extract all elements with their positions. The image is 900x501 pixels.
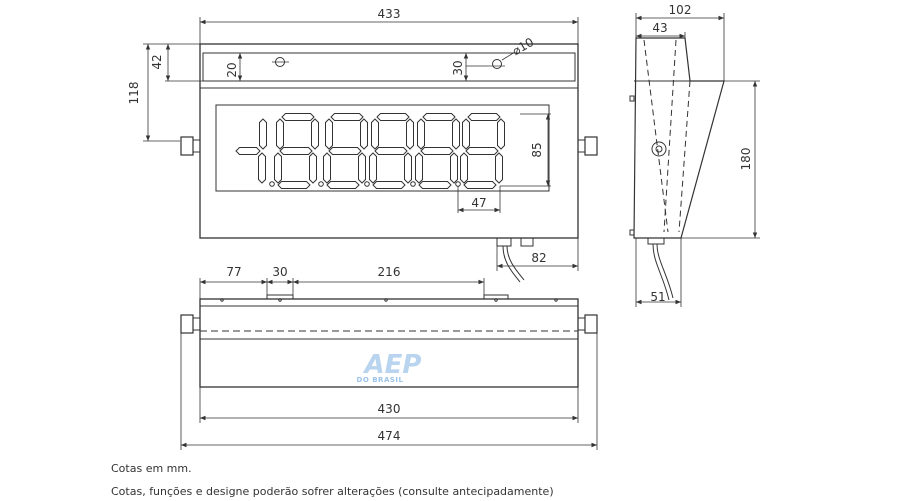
bottom-view xyxy=(180,294,598,388)
decimal-point xyxy=(364,181,370,187)
dim-hole-diameter: ⌀10 xyxy=(510,35,536,58)
decimal-point xyxy=(318,181,324,187)
dim-43: 43 xyxy=(652,21,667,35)
decimal-point xyxy=(269,181,275,187)
digit-segment xyxy=(371,118,379,150)
digit-segment xyxy=(450,152,458,184)
digit-segment xyxy=(258,152,266,184)
digit-segment xyxy=(465,147,499,155)
digit-segment xyxy=(422,113,456,121)
digit-segment xyxy=(462,118,470,150)
dimension-lines xyxy=(143,13,760,450)
disclaimer-note: Cotas, funções e designe poderão sofrer … xyxy=(111,485,554,498)
dim-30: 30 xyxy=(451,60,465,75)
digit-segment xyxy=(495,152,503,184)
digit-segment xyxy=(374,147,408,155)
logo-sub: DO BRASIL xyxy=(357,376,404,384)
digit-segment xyxy=(460,152,468,184)
digit-segment xyxy=(277,181,311,189)
logo-main: AEP xyxy=(363,350,422,380)
digit-segment xyxy=(467,113,501,121)
dim-85: 85 xyxy=(530,142,544,157)
digit-segment xyxy=(452,118,460,150)
units-note: Cotas em mm. xyxy=(111,462,192,475)
dim-51: 51 xyxy=(650,290,665,304)
decimal-point xyxy=(410,181,416,187)
digit-segment xyxy=(276,118,284,150)
digit-segment xyxy=(279,147,313,155)
digit-segment xyxy=(330,113,364,121)
aep-logo: AEP DO BRASIL xyxy=(357,350,422,384)
digit-segment xyxy=(235,147,261,155)
dim-474: 474 xyxy=(378,429,401,443)
dim-430: 430 xyxy=(378,402,401,416)
dim-180: 180 xyxy=(739,148,753,171)
dim-102: 102 xyxy=(669,3,692,17)
digit-segment xyxy=(418,181,452,189)
digit-segment xyxy=(259,118,267,150)
digit-segment xyxy=(323,152,331,184)
dim-433: 433 xyxy=(378,7,401,21)
digit-segment xyxy=(358,152,366,184)
dim-20: 20 xyxy=(225,62,239,77)
dim-82: 82 xyxy=(531,251,546,265)
decimal-point xyxy=(455,181,461,187)
dim-42: 42 xyxy=(150,54,164,69)
dim-30-bottom: 30 xyxy=(272,265,287,279)
dim-216: 216 xyxy=(378,265,401,279)
digit-segment xyxy=(311,118,319,150)
seven-segment-display xyxy=(235,113,505,189)
digit-segment xyxy=(325,118,333,150)
dim-77: 77 xyxy=(226,265,241,279)
front-view xyxy=(180,43,598,283)
dim-118: 118 xyxy=(127,82,141,105)
digit-segment xyxy=(281,113,315,121)
digit-segment xyxy=(376,113,410,121)
digit-segment xyxy=(372,181,406,189)
digit-segment xyxy=(463,181,497,189)
dimension-labels: 433 118 42 20 30 ⌀10 85 47 82 77 30 216 … xyxy=(127,3,753,443)
digit-segment xyxy=(328,147,362,155)
digit-segment xyxy=(360,118,368,150)
side-view xyxy=(629,37,725,301)
digit-segment xyxy=(309,152,317,184)
digit-segment xyxy=(415,152,423,184)
dim-47: 47 xyxy=(471,196,486,210)
digit-segment xyxy=(417,118,425,150)
digit-segment xyxy=(404,152,412,184)
digit-segment xyxy=(406,118,414,150)
mount-hole-right xyxy=(492,59,502,69)
digit-segment xyxy=(326,181,360,189)
digit-segment xyxy=(369,152,377,184)
digit-segment xyxy=(497,118,505,150)
digit-segment xyxy=(274,152,282,184)
digit-segment xyxy=(420,147,454,155)
